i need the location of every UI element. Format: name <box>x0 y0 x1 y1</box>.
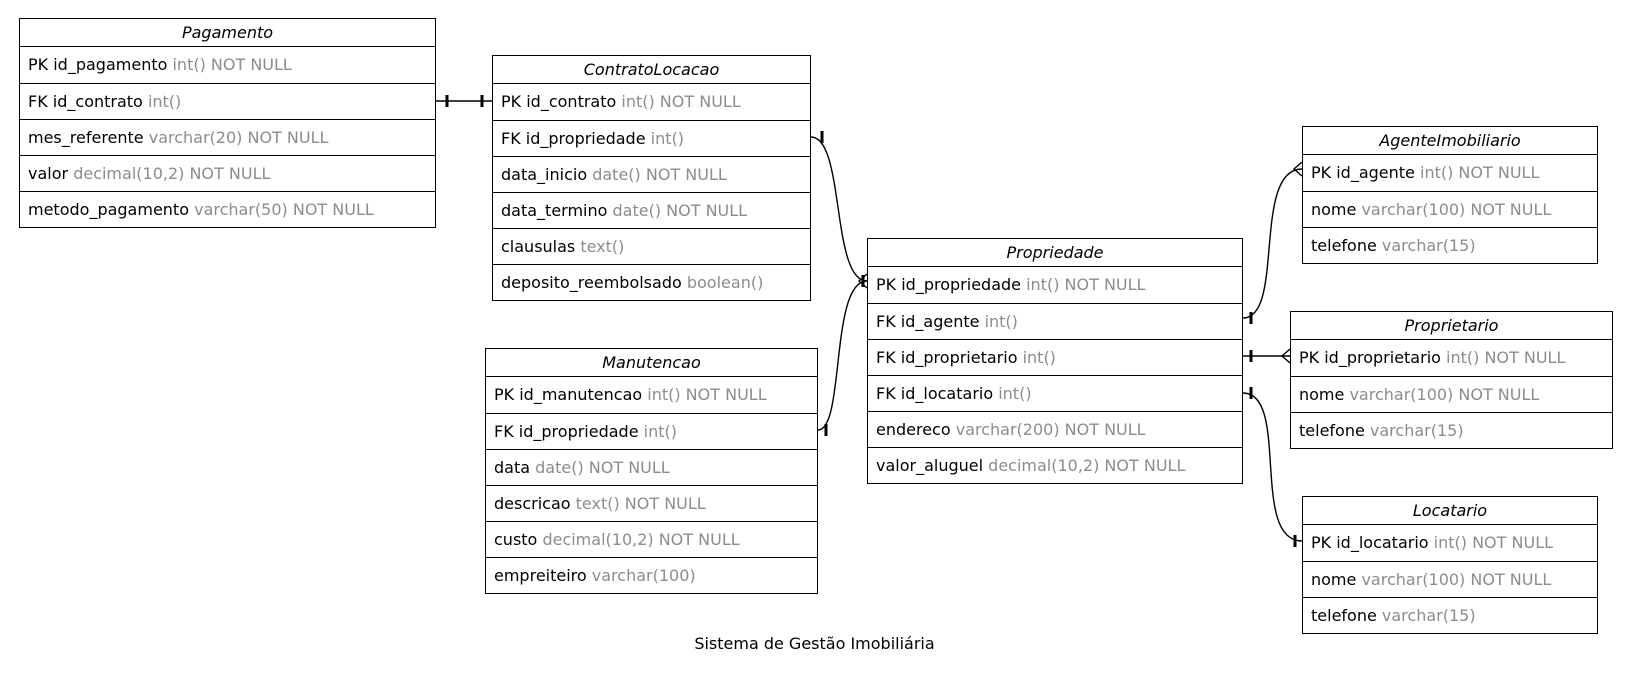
attribute-row: PK id_agente int() NOT NULL <box>1311 163 1540 182</box>
attribute-row: telefone varchar(15) <box>1291 412 1612 448</box>
attribute-row: valor_aluguel decimal(10,2) NOT NULL <box>868 447 1242 483</box>
attribute-row: FK id_locatario int() <box>868 375 1242 411</box>
attribute-row: FK id_agente int() <box>868 303 1242 339</box>
attribute-row: PK id_propriedade int() NOT NULL <box>876 275 1146 294</box>
entity-title: ContratoLocacao <box>493 56 810 84</box>
attribute-row: FK id_propriedade int() <box>486 413 817 449</box>
attribute-row: telefone varchar(15) <box>1303 227 1597 263</box>
attribute-row: metodo_pagamento varchar(50) NOT NULL <box>20 191 435 227</box>
entity-agente-imobiliario[interactable]: AgenteImobiliario PK id_agente int() NOT… <box>1302 126 1598 264</box>
attribute-row: nome varchar(100) NOT NULL <box>1303 191 1597 227</box>
attribute-row: custo decimal(10,2) NOT NULL <box>486 521 817 557</box>
attribute-row: FK id_contrato int() <box>20 83 435 119</box>
attribute-row: mes_referente varchar(20) NOT NULL <box>20 119 435 155</box>
edge-manutencao-propriedade <box>817 280 868 436</box>
edge-contrato-propriedade <box>810 131 868 289</box>
attribute-row: clausulas text() <box>493 228 810 264</box>
entity-contrato-locacao[interactable]: ContratoLocacao PK id_contrato int() NOT… <box>492 55 811 301</box>
edge-pagamento-contrato <box>436 95 492 107</box>
attribute-row: deposito_reembolsado boolean() <box>493 264 810 300</box>
edge-propriedade-locatario <box>1242 387 1303 547</box>
attribute-row: FK id_propriedade int() <box>493 120 810 156</box>
attribute-row: PK id_proprietario int() NOT NULL <box>1299 348 1566 367</box>
attribute-row: nome varchar(100) NOT NULL <box>1291 376 1612 412</box>
entity-title: Proprietario <box>1291 312 1612 340</box>
entity-propriedade[interactable]: Propriedade PK id_propriedade int() NOT … <box>867 238 1243 484</box>
attribute-row: data_termino date() NOT NULL <box>493 192 810 228</box>
attribute-row: descricao text() NOT NULL <box>486 485 817 521</box>
entity-proprietario[interactable]: Proprietario PK id_proprietario int() NO… <box>1290 311 1613 449</box>
entity-title: AgenteImobiliario <box>1303 127 1597 155</box>
attribute-row: valor decimal(10,2) NOT NULL <box>20 155 435 191</box>
entity-locatario[interactable]: Locatario PK id_locatario int() NOT NULL… <box>1302 496 1598 634</box>
attribute-row: data date() NOT NULL <box>486 449 817 485</box>
entity-title: Propriedade <box>868 239 1242 267</box>
attribute-row: FK id_proprietario int() <box>868 339 1242 375</box>
attribute-row: telefone varchar(15) <box>1303 597 1597 633</box>
attribute-row: data_inicio date() NOT NULL <box>493 156 810 192</box>
diagram-title: Sistema de Gestão Imobiliária <box>694 634 935 653</box>
entity-title: Manutencao <box>486 349 817 377</box>
attribute-row: PK id_contrato int() NOT NULL <box>501 92 741 111</box>
entity-manutencao[interactable]: Manutencao PK id_manutencao int() NOT NU… <box>485 348 818 594</box>
attribute-row: empreiteiro varchar(100) <box>486 557 817 593</box>
entity-title: Locatario <box>1303 497 1597 525</box>
edge-propriedade-proprietario <box>1243 348 1291 364</box>
attribute-row: PK id_manutencao int() NOT NULL <box>494 385 767 404</box>
attribute-row: nome varchar(100) NOT NULL <box>1303 561 1597 597</box>
attribute-row: PK id_pagamento int() NOT NULL <box>28 55 292 74</box>
entity-pagamento[interactable]: Pagamento PK id_pagamento int() NOT NULL… <box>19 18 436 228</box>
entity-title: Pagamento <box>20 19 435 47</box>
edge-propriedade-agente <box>1242 161 1303 324</box>
attribute-row: endereco varchar(200) NOT NULL <box>868 411 1242 447</box>
attribute-row: PK id_locatario int() NOT NULL <box>1311 533 1554 552</box>
